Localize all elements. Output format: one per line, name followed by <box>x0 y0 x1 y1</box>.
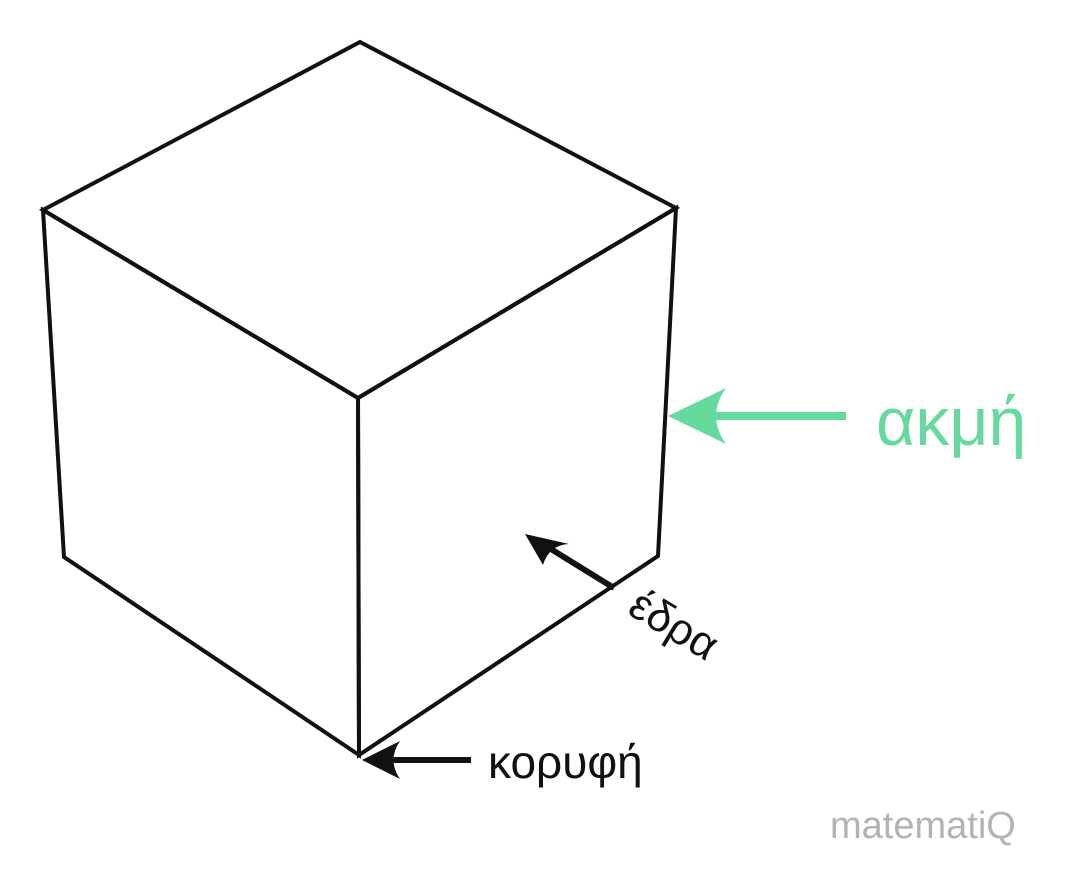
edge-arrowhead <box>668 388 726 444</box>
cube <box>38 39 681 759</box>
face-pointer <box>525 534 616 591</box>
vertex-pointer <box>362 741 471 779</box>
edge-pointer <box>668 388 846 444</box>
cube-right-face <box>355 204 679 759</box>
cube-top-face <box>38 39 681 401</box>
watermark-logo: matematiQ <box>830 805 1016 847</box>
vertex-arrowhead <box>362 741 400 779</box>
face-arrow-line <box>544 543 616 591</box>
vertex-label: κορυφή <box>488 736 643 788</box>
face-arrowhead <box>525 534 569 565</box>
edge-label: ακμή <box>876 384 1026 460</box>
cube-left-face <box>40 206 362 759</box>
face-label: έδρα <box>621 580 727 671</box>
